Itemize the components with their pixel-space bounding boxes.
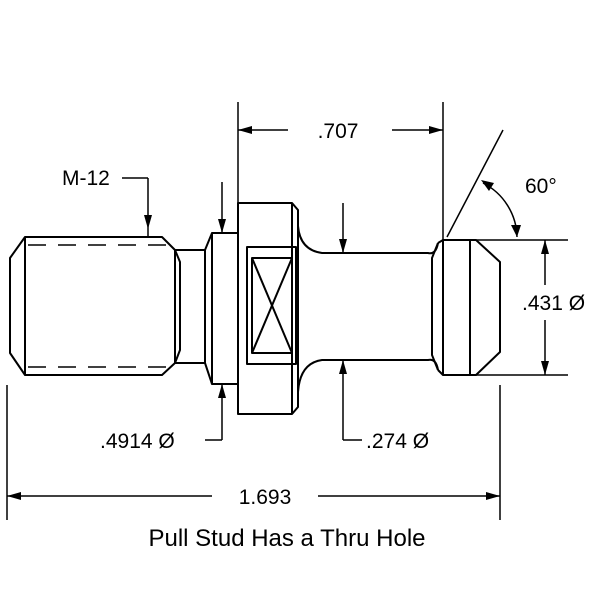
dimension-lines [6, 102, 568, 520]
thread-undercut [174, 249, 205, 364]
arrow-707-right [429, 126, 443, 134]
arrow-431-bottom [541, 361, 549, 375]
arrow-274-bottom [339, 360, 347, 374]
arrow-60-bottom [511, 225, 521, 237]
dim-60-arc [482, 182, 518, 238]
pull-stud-outline [9, 202, 501, 415]
arrow-431-top [541, 240, 549, 254]
dim-274-label: .274 Ø [366, 430, 429, 453]
arrow-1693-right [486, 492, 500, 500]
dim-707-label: .707 [318, 120, 359, 143]
dim-1693-label: 1.693 [239, 486, 292, 509]
head-joint-top [437, 239, 444, 244]
wrench-flat-inner [251, 257, 293, 354]
neck [297, 225, 439, 393]
head-taper [431, 242, 439, 371]
drawing-caption: Pull Stud Has a Thru Hole [148, 525, 425, 552]
wrench-flat [246, 246, 297, 365]
thread-label: M-12 [62, 167, 110, 190]
arrow-707-left [238, 126, 252, 134]
dim-4914-label: .4914 Ø [100, 430, 175, 453]
arrow-1693-left [7, 492, 21, 500]
arrow-4914-bottom [218, 384, 226, 398]
arrow-60-top [481, 180, 494, 191]
head [442, 239, 501, 376]
head-joint-bottom [437, 369, 444, 376]
thread-hidden-lines [28, 244, 170, 368]
wrench-flat-cross-b [251, 257, 293, 354]
dim-60-ext [446, 129, 504, 238]
thread-section [9, 236, 176, 376]
dim-431-label: .431 Ø [522, 292, 585, 315]
arrowheads [7, 126, 549, 500]
pilot-collar [204, 232, 239, 385]
dim-60-label: 60° [525, 175, 557, 198]
arrow-4914-top [218, 219, 226, 233]
arrow-274-top [339, 239, 347, 253]
arrow-thread [144, 215, 152, 229]
